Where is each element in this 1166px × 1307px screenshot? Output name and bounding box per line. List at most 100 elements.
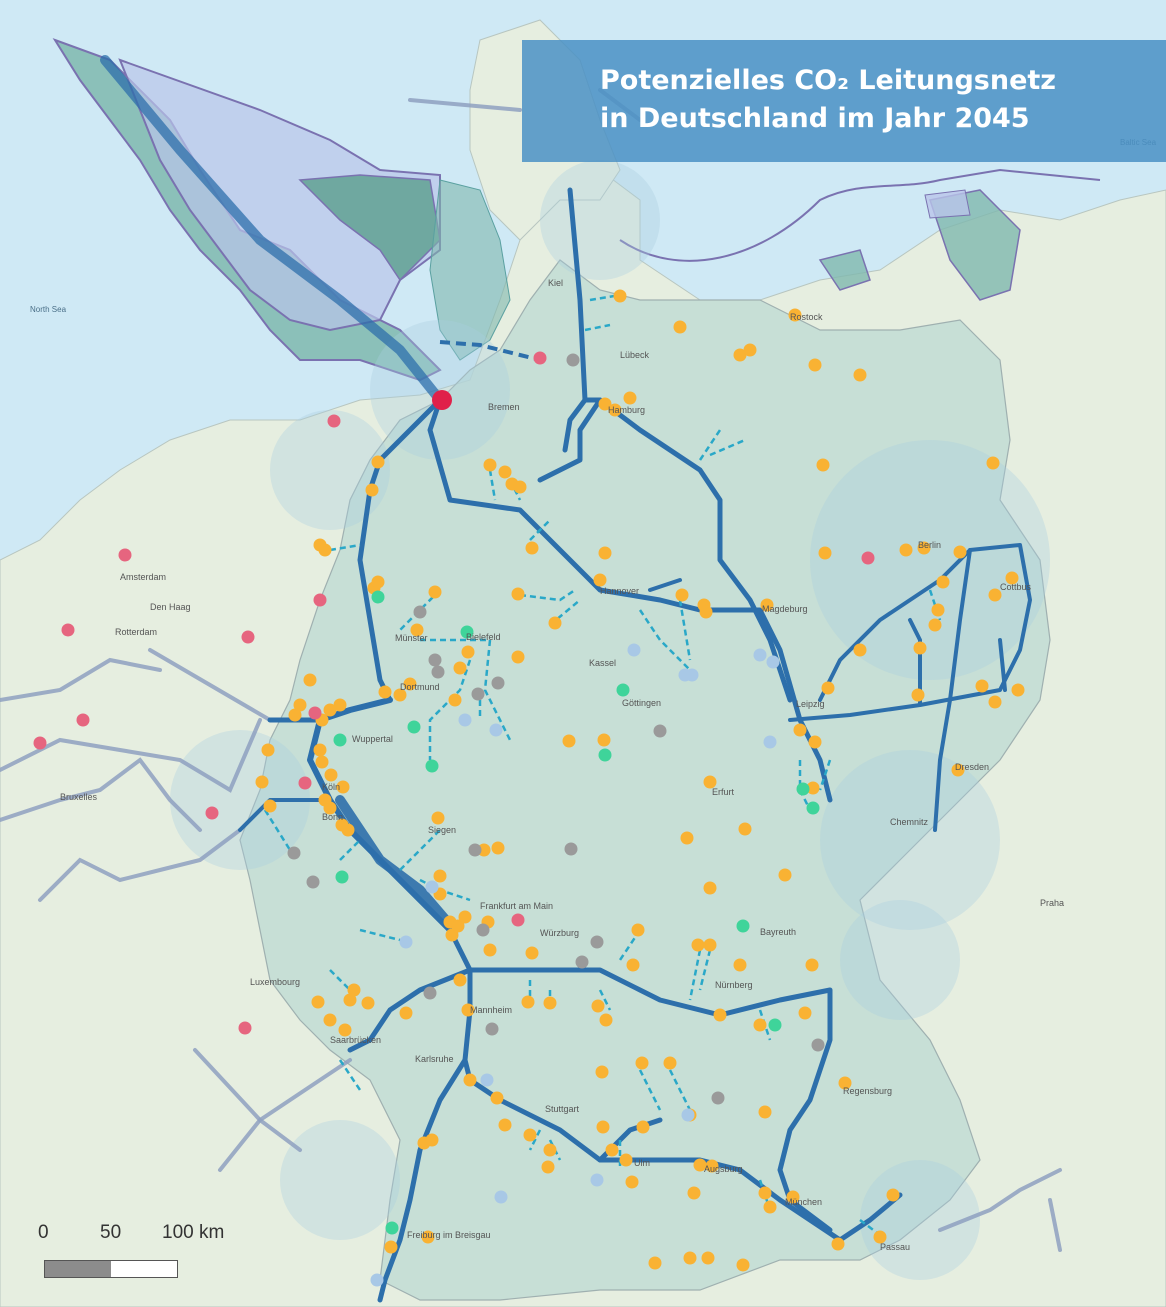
emitter-point-grey[interactable] [306,875,320,889]
emitter-point-industry[interactable] [543,996,557,1010]
emitter-point-industry[interactable] [931,603,945,617]
emitter-point-grey[interactable] [590,935,604,949]
emitter-point-industry[interactable] [333,698,347,712]
emitter-point-green[interactable] [407,720,421,734]
emitter-point-industry[interactable] [821,681,835,695]
emitter-point-industry[interactable] [453,973,467,987]
emitter-point-neighbor[interactable] [861,551,875,565]
emitter-point-industry[interactable] [433,869,447,883]
emitter-point-industry[interactable] [886,1188,900,1202]
emitter-point-industry[interactable] [693,1158,707,1172]
emitter-point-industry[interactable] [593,573,607,587]
emitter-point-industry[interactable] [613,289,627,303]
emitter-points[interactable] [33,289,1025,1287]
emitter-point-industry[interactable] [458,910,472,924]
emitter-point-industry[interactable] [599,1013,613,1027]
emitter-point-industry[interactable] [341,823,355,837]
emitter-point-industry[interactable] [562,734,576,748]
emitter-point-industry[interactable] [648,1256,662,1270]
emitter-point-industry[interactable] [403,677,417,691]
emitter-point-industry[interactable] [490,1091,504,1105]
emitter-point-industry[interactable] [917,541,931,555]
emitter-point-industry[interactable] [261,743,275,757]
emitter-point-industry[interactable] [513,480,527,494]
emitter-point-industry[interactable] [928,618,942,632]
emitter-point-lightblue[interactable] [480,1073,494,1087]
emitter-point-industry[interactable] [361,996,375,1010]
emitter-point-industry[interactable] [338,1023,352,1037]
emitter-point-industry[interactable] [384,1240,398,1254]
emitter-point-industry[interactable] [311,995,325,1009]
emitter-point-grey[interactable] [653,724,667,738]
emitter-point-industry[interactable] [543,1143,557,1157]
emitter-point-industry[interactable] [255,775,269,789]
emitter-point-grey[interactable] [566,353,580,367]
emitter-point-industry[interactable] [548,616,562,630]
emitter-point-industry[interactable] [806,781,820,795]
emitter-point-industry[interactable] [703,938,717,952]
emitter-point-industry[interactable] [461,1003,475,1017]
emitter-point-industry[interactable] [371,575,385,589]
emitter-point-industry[interactable] [431,811,445,825]
emitter-point-industry[interactable] [525,541,539,555]
hub-wilhelmshaven[interactable] [432,390,452,410]
emitter-point-grey[interactable] [423,986,437,1000]
emitter-point-grey[interactable] [287,846,301,860]
emitter-point-neighbor[interactable] [308,706,322,720]
emitter-point-neighbor[interactable] [205,806,219,820]
emitter-point-industry[interactable] [425,1133,439,1147]
emitter-point-grey[interactable] [575,955,589,969]
emitter-point-industry[interactable] [477,843,491,857]
emitter-point-industry[interactable] [511,587,525,601]
emitter-point-industry[interactable] [699,605,713,619]
emitter-point-industry[interactable] [951,763,965,777]
emitter-point-industry[interactable] [683,1251,697,1265]
emitter-point-grey[interactable] [471,687,485,701]
emitter-point-industry[interactable] [521,995,535,1009]
emitter-point-industry[interactable] [673,320,687,334]
emitter-point-industry[interactable] [483,943,497,957]
emitter-point-neighbor[interactable] [238,1021,252,1035]
emitter-point-industry[interactable] [428,585,442,599]
emitter-point-industry[interactable] [631,923,645,937]
emitter-point-industry[interactable] [816,458,830,472]
emitter-point-industry[interactable] [663,1056,677,1070]
emitter-point-industry[interactable] [399,1006,413,1020]
emitter-point-industry[interactable] [953,545,967,559]
emitter-point-industry[interactable] [597,733,611,747]
emitter-point-industry[interactable] [453,661,467,675]
emitter-point-lightblue[interactable] [425,880,439,894]
emitter-point-industry[interactable] [323,1013,337,1027]
emitter-point-grey[interactable] [491,676,505,690]
emitter-point-lightblue[interactable] [370,1273,384,1287]
emitter-point-green[interactable] [616,683,630,697]
emitter-point-industry[interactable] [680,831,694,845]
emitter-point-lightblue[interactable] [494,1190,508,1204]
emitter-point-industry[interactable] [701,1251,715,1265]
emitter-point-industry[interactable] [525,946,539,960]
emitter-point-green[interactable] [333,733,347,747]
emitter-point-industry[interactable] [451,919,465,933]
emitter-point-industry[interactable] [498,1118,512,1132]
emitter-point-industry[interactable] [988,588,1002,602]
emitter-point-industry[interactable] [743,343,757,357]
emitter-point-grey[interactable] [564,842,578,856]
emitter-point-industry[interactable] [703,775,717,789]
emitter-point-industry[interactable] [378,685,392,699]
emitter-point-industry[interactable] [263,799,277,813]
emitter-point-industry[interactable] [733,958,747,972]
emitter-point-industry[interactable] [760,598,774,612]
emitter-point-neighbor[interactable] [241,630,255,644]
emitter-point-industry[interactable] [873,1230,887,1244]
emitter-point-industry[interactable] [1011,683,1025,697]
emitter-point-neighbor[interactable] [533,351,547,365]
emitter-point-green[interactable] [385,1221,399,1235]
emitter-point-industry[interactable] [788,308,802,322]
emitter-point-lightblue[interactable] [458,713,472,727]
emitter-point-grey[interactable] [428,653,442,667]
emitter-point-industry[interactable] [733,348,747,362]
emitter-point-industry[interactable] [853,643,867,657]
emitter-point-neighbor[interactable] [298,776,312,790]
